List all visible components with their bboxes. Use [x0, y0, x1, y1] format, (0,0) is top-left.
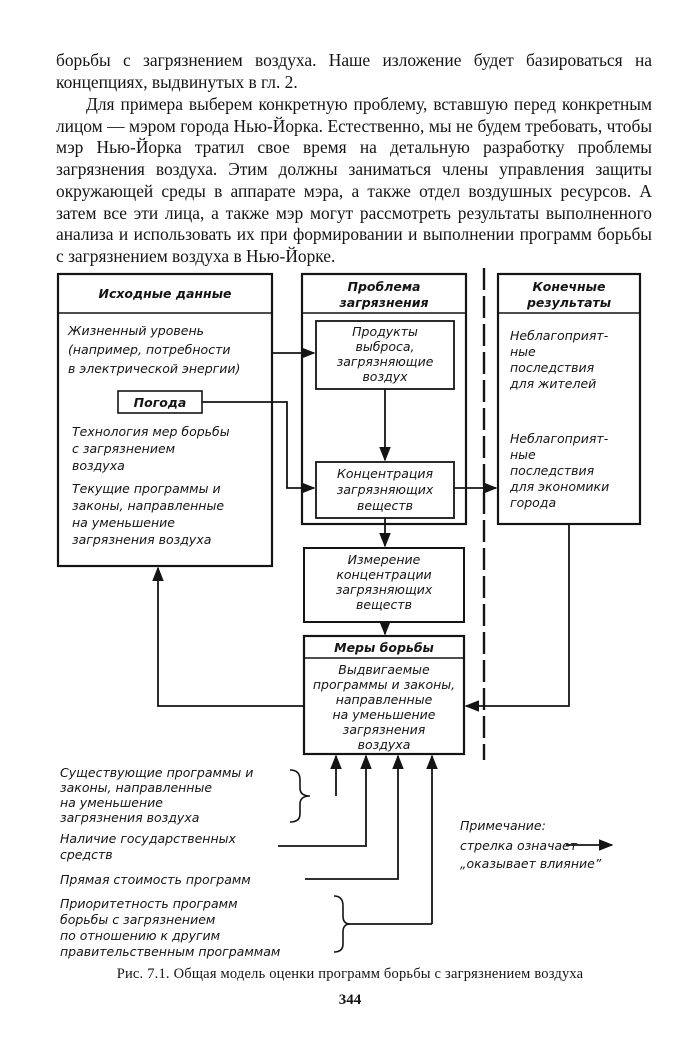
priority-line-3: по отношению к другим	[60, 928, 220, 943]
adverse-economy-line-1: Неблагоприят-	[510, 431, 609, 446]
priority-line-1: Приоритетность программ	[60, 896, 238, 911]
adverse-economy-line-3: последствия	[510, 463, 595, 478]
control-measures-title: Меры борьбы	[334, 640, 434, 655]
note-line-2: „оказывает влияние”	[460, 856, 602, 871]
control-measures-box	[302, 634, 466, 756]
proposed-line-6: воздуха	[358, 737, 411, 752]
state-funds-line-1: Наличие государственных	[60, 831, 236, 846]
technology-line-1: Технология мер борьбы	[72, 424, 230, 439]
source-data-title: Исходные данные	[99, 286, 232, 301]
concentration-line-2: загрязняющих	[337, 482, 434, 497]
adverse-economy-line-5: города	[510, 495, 556, 510]
brace-existing-programs	[289, 769, 311, 823]
adverse-residents-line-3: последствия	[510, 360, 595, 375]
priority-line-4: правительственным программам	[60, 944, 280, 959]
weather-label: Погода	[134, 395, 187, 410]
arrow-weather-to-concentration	[202, 401, 316, 494]
arrow-direct-cost	[305, 754, 404, 880]
current-programs-line-1: Текущие программы и	[72, 481, 221, 496]
figure-caption: Рис. 7.1. Общая модель оценки программ б…	[116, 966, 584, 982]
current-programs-line-2: законы, направленные	[72, 498, 224, 513]
priority-line-2: борьбы с загрязнением	[60, 912, 215, 927]
proposed-line-5: загрязнения	[343, 722, 426, 737]
emission-line-2: выброса,	[355, 339, 414, 354]
adverse-economy-line-2: ные	[510, 447, 536, 462]
measurement-line-1: Измерение	[348, 552, 421, 567]
source-data-box	[56, 272, 274, 568]
concentration-line-3: веществ	[357, 498, 413, 513]
page-number: 344	[338, 992, 362, 1008]
measurement-line-4: веществ	[356, 597, 412, 612]
measurement-line-3: загрязняющих	[336, 582, 433, 597]
emission-line-1: Продукты	[352, 324, 418, 339]
final-results-title-line-1: Конечные	[533, 279, 606, 294]
final-results-title-line-2: результаты	[526, 295, 611, 310]
technology-line-3: воздуха	[72, 458, 125, 473]
adverse-residents-line-1: Неблагоприят-	[510, 328, 609, 343]
emission-line-3: загрязняющие	[337, 354, 434, 369]
state-funds-line-2: средств	[60, 847, 113, 862]
arrow-results-to-control	[464, 524, 570, 712]
measurement-line-2: концентрации	[336, 567, 431, 582]
adverse-residents-line-4: для жителей	[509, 376, 596, 391]
problem-title-line-1: Проблема	[347, 279, 420, 294]
emission-line-4: воздух	[362, 369, 408, 384]
proposed-line-4: на уменьшение	[333, 707, 436, 722]
arrow-state-funds	[278, 754, 372, 847]
brace-priority	[333, 895, 351, 953]
living-standard-line-3: в электрической энергии)	[68, 361, 240, 376]
arrow-control-to-source	[152, 566, 304, 707]
note-line-1: стрелка означает	[460, 838, 578, 853]
current-programs-line-3: на уменьшение	[72, 515, 175, 530]
technology-line-2: с загрязнением	[72, 441, 175, 456]
note-title: Примечание:	[460, 818, 546, 833]
adverse-residents-line-2: ные	[510, 344, 536, 359]
current-programs-line-4: загрязнения воздуха	[72, 532, 211, 547]
paragraph-1: борьбы с загрязнением воздуха. Наше изло…	[56, 50, 652, 92]
existing-programs-line-4: загрязнения воздуха	[60, 810, 199, 825]
problem-box	[300, 272, 468, 526]
proposed-line-1: Выдвигаемые	[338, 662, 430, 677]
direct-cost-label: Прямая стоимость программ	[60, 872, 251, 887]
adverse-economy-line-4: для экономики	[509, 479, 609, 494]
existing-programs-line-1: Существующие программы и	[60, 765, 253, 780]
concentration-line-1: Концентрация	[337, 466, 434, 481]
proposed-line-2: программы и законы,	[313, 677, 455, 692]
living-standard-line-2: (например, потребности	[68, 342, 230, 357]
proposed-line-3: направленные	[336, 692, 433, 707]
paragraph-2: Для примера выберем конкретную проблему,…	[56, 94, 652, 266]
existing-programs-line-3: на уменьшение	[60, 795, 163, 810]
problem-title-line-2: загрязнения	[338, 295, 428, 310]
living-standard-line-1: Жизненный уровень	[67, 323, 204, 338]
existing-programs-line-2: законы, направленные	[60, 780, 212, 795]
